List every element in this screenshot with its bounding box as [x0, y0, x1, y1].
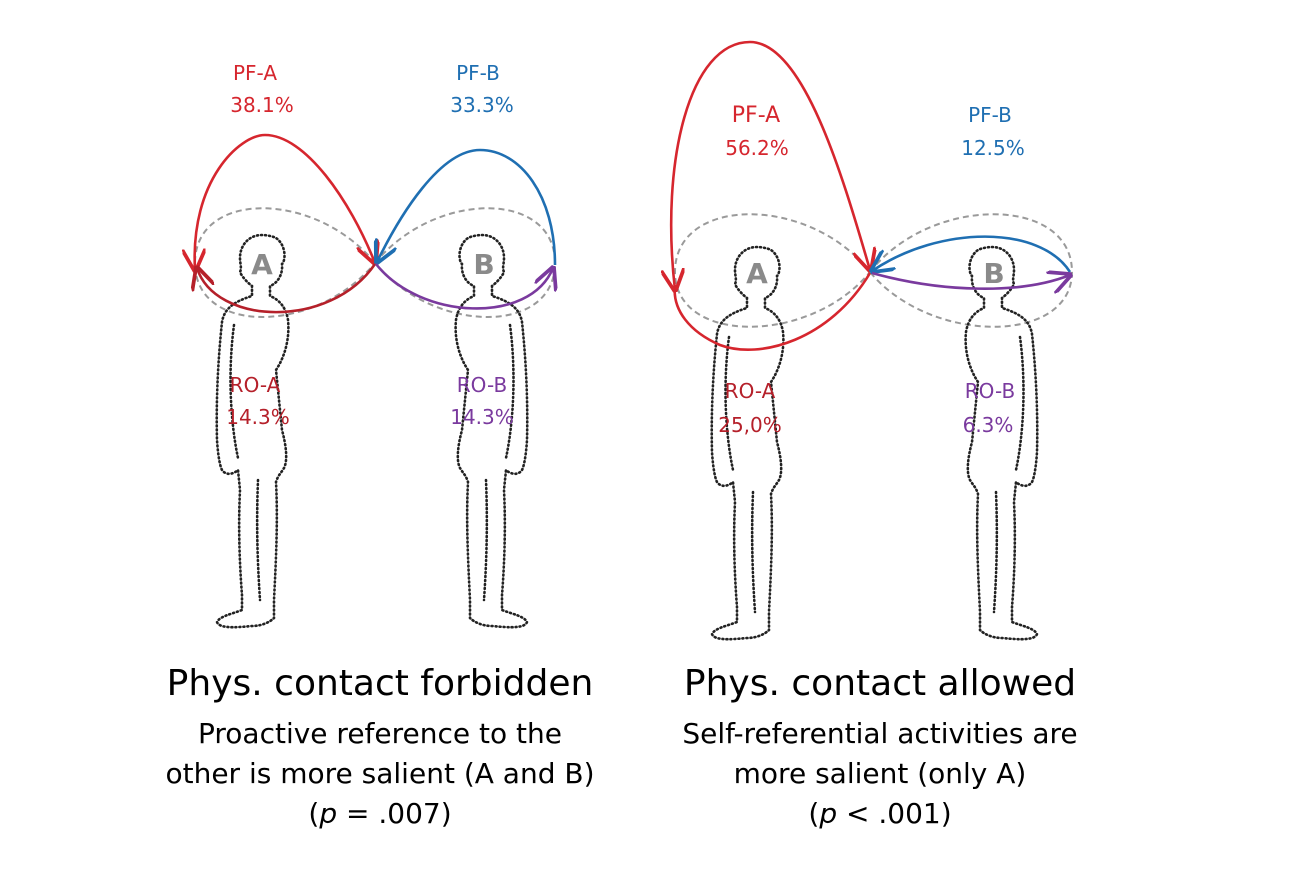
caption-line-2: other is more salient (A and B) [165, 757, 595, 790]
ro-a-arrow [673, 272, 872, 352]
caption-title: Phys. contact forbidden [166, 663, 594, 704]
pf-a-value: 38.1% [230, 93, 294, 117]
panel-allowed: A B PF-A 56.2% PF-B 12.5% RO-A 25,0% RO-… [671, 40, 1074, 641]
stat-value: = .007) [337, 797, 452, 830]
pf-a-label: PF-A [233, 61, 277, 85]
stat-value: < .001) [837, 797, 952, 830]
stat-p: p [319, 797, 338, 830]
caption-line-1: Self-referential activities are [682, 717, 1078, 750]
panel-forbidden: A B PF-A 38.1% PF-B 33.3% RO-A 14.3% RO-… [193, 61, 557, 629]
caption-forbidden: Phys. contact forbidden Proactive refere… [90, 662, 670, 834]
ro-b-value: 14.3% [450, 405, 514, 429]
dashed-loop-a [193, 207, 376, 318]
figure-label-a: A [251, 248, 273, 281]
dashed-loop-b [374, 207, 557, 318]
caption-description: Proactive reference to the other is more… [90, 714, 670, 834]
stat-p: p [819, 797, 838, 830]
dashed-loop-b [869, 213, 1074, 328]
pf-b-value: 33.3% [450, 93, 514, 117]
figure-label-a: A [746, 257, 768, 290]
pf-b-label: PF-B [456, 61, 500, 85]
pf-a-value: 56.2% [725, 136, 789, 160]
caption-title: Phys. contact allowed [683, 663, 1077, 704]
pf-b-arrow [377, 148, 557, 265]
caption-stat: (p = .007) [308, 797, 452, 830]
ro-b-label: RO-B [965, 379, 1015, 403]
pf-b-value: 12.5% [961, 136, 1025, 160]
ro-a-value: 14.3% [226, 405, 290, 429]
ro-b-label: RO-B [457, 373, 507, 397]
ro-b-arrow [871, 273, 1070, 289]
person-a-figure [710, 245, 785, 641]
caption-description: Self-referential activities are more sal… [600, 714, 1160, 834]
ro-a-label: RO-A [725, 379, 776, 403]
ro-a-label: RO-A [230, 373, 281, 397]
caption-stat: (p < .001) [808, 797, 952, 830]
figure-label-b: B [473, 248, 494, 281]
person-a-figure [215, 233, 290, 629]
caption-allowed: Phys. contact allowed Self-referential a… [600, 662, 1160, 834]
figure-label-b: B [983, 257, 1004, 290]
ro-b-arrow [374, 264, 553, 310]
pf-a-arrow [671, 40, 870, 290]
pf-b-label: PF-B [968, 103, 1012, 127]
caption-line-2: more salient (only A) [733, 757, 1027, 790]
pf-b-arrow [872, 235, 1072, 272]
caption-line-1: Proactive reference to the [198, 717, 562, 750]
pf-a-label: PF-A [732, 103, 780, 128]
pf-a-arrow [195, 133, 375, 270]
ro-a-arrow [197, 264, 377, 314]
ro-a-value: 25,0% [718, 413, 782, 437]
ro-b-value: 6.3% [963, 413, 1014, 437]
person-b-figure [454, 233, 529, 629]
person-b-figure [964, 245, 1039, 641]
